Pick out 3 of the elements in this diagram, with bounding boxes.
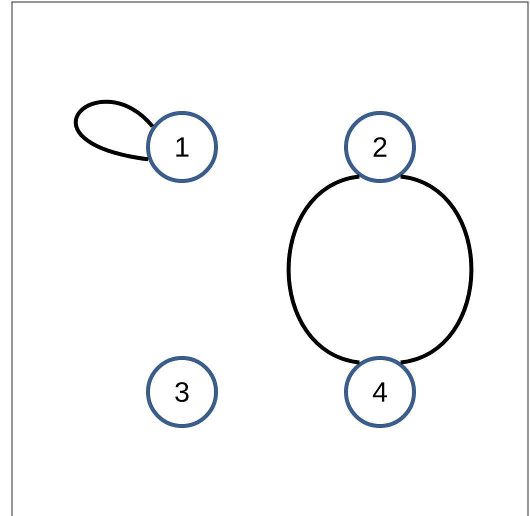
- edge-line: [74, 100, 154, 162]
- edge-line: [286, 174, 360, 364]
- edge-line: [400, 174, 474, 364]
